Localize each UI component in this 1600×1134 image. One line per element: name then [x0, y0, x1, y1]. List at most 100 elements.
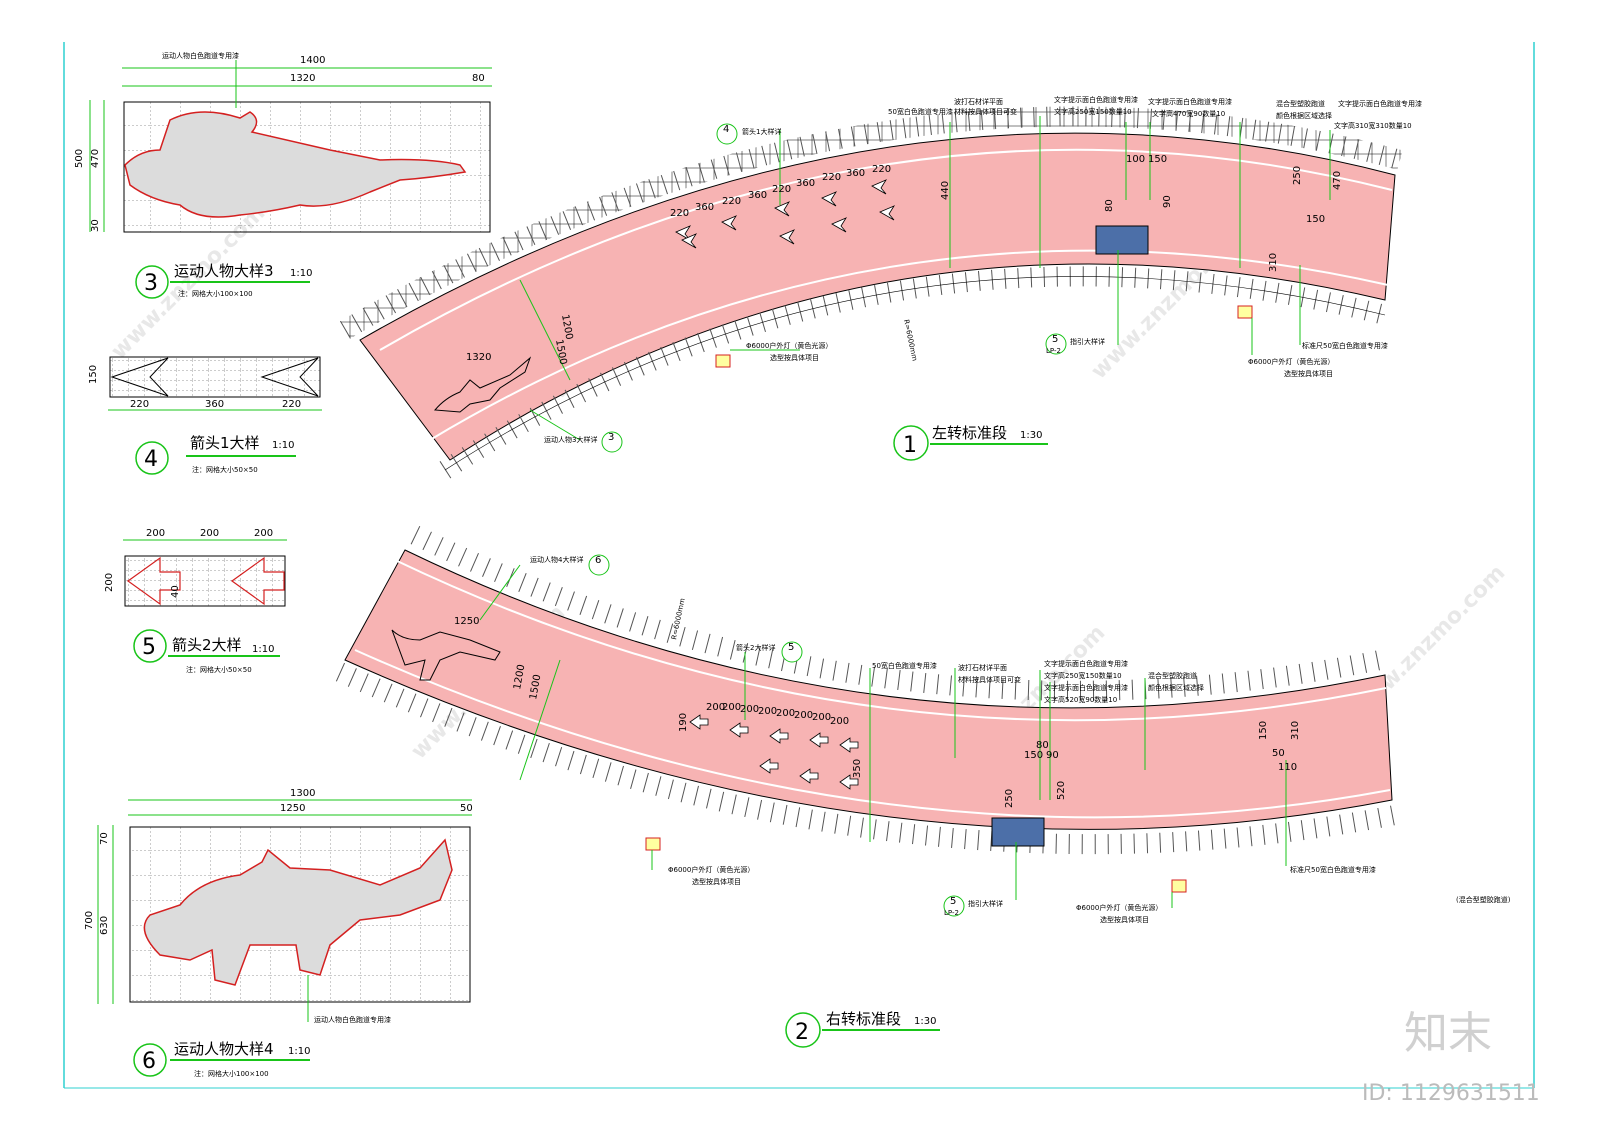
dim-text: 200: [812, 712, 831, 723]
detail-4-note: 注：网格大小50×50: [192, 465, 258, 474]
dim-text: 90: [1046, 750, 1059, 761]
detail-5: 200 200 200 200 40 5 箭头2大样 1:10 注：网格大小50…: [104, 528, 287, 674]
plan-1-badge: [893, 425, 929, 461]
track-stripe: [429, 249, 1389, 441]
label-edge: 标准尺50宽白色跑道专用漆: [1290, 865, 1376, 874]
label-text-size: 文字高250宽150数量10: [1054, 107, 1132, 116]
dim-text: 40: [170, 585, 181, 598]
dim-text: 520: [1056, 781, 1067, 800]
dim-text: 200: [104, 573, 115, 592]
label-radius: R=6000mm: [902, 319, 919, 362]
dim-text: 1250: [454, 616, 479, 627]
label-lamp-note: 选型按具体项目: [1100, 915, 1149, 924]
ref-label: 指引大样详: [968, 899, 1003, 908]
detail-6-title: 运动人物大样4: [174, 1040, 274, 1058]
dim-text: 30: [90, 219, 101, 232]
label-stone-note: 材料按具体项目可变: [958, 675, 1021, 684]
dim-text: 80: [472, 73, 485, 84]
ref-badge: [716, 123, 738, 145]
label-lamp-note: 选型按具体项目: [1284, 369, 1333, 378]
dim-text: 150: [1024, 750, 1043, 761]
detail-3-title: 运动人物大样3: [174, 262, 274, 280]
detail-5-title: 箭头2大样: [172, 636, 242, 654]
dim-text: 200: [254, 528, 273, 539]
label-text-size: 文字高250宽150数量10: [1044, 671, 1122, 680]
brand-watermark: 知末: [1404, 1008, 1492, 1059]
label-stone-note: 材料按具体项目可变: [954, 107, 1017, 116]
dim-text: 1200: [512, 664, 527, 691]
label-text-paint: 文字提示面白色跑道专用漆: [1148, 97, 1232, 106]
detail-4: 220 360 220 150 4 箭头1大样 1:10 注：网格大小50×50: [88, 356, 322, 475]
label-text-paint: 文字提示面白色跑道专用漆: [1044, 659, 1128, 668]
ref-badge: [601, 431, 623, 453]
ref-label: 指引大样详: [1070, 337, 1105, 346]
label-lamp-note: 选型按具体项目: [770, 353, 819, 362]
dim-text: 200: [146, 528, 165, 539]
lamp-marker: [715, 354, 731, 368]
dim-text: 150: [1306, 214, 1325, 225]
runner-figure-3: [124, 111, 467, 218]
dim-text: 200: [200, 528, 219, 539]
tile-edge: [444, 276, 1386, 471]
dim-text: 360: [846, 168, 865, 179]
plan-1-leaders: [519, 116, 1331, 441]
image-id-watermark: ID: 1129631511: [1362, 1081, 1540, 1106]
dim-text: 360: [695, 202, 714, 213]
runner-figure-4: [143, 838, 453, 986]
label-stripe: 50宽白色跑道专用漆: [872, 661, 937, 670]
track-stripe: [379, 148, 1393, 351]
ref-number: 6: [595, 555, 601, 566]
label-surface-caption: (混合型塑胶跑道): [1456, 895, 1511, 904]
ref-label: 运动人物4大样详: [530, 555, 583, 564]
ref-label: 箭头2大样详: [736, 643, 775, 652]
label-edge: 标准尺50宽白色跑道专用漆: [1302, 341, 1388, 350]
dim-text: 470: [90, 149, 101, 168]
label-lamp: Φ6000户外灯（黄色光源）: [668, 865, 754, 874]
detail-6-note: 注：网格大小100×100: [194, 1069, 269, 1078]
ref-badge: [1045, 333, 1067, 355]
callout-text: 运动人物白色跑道专用漆: [162, 51, 239, 60]
arrow-2-left: [126, 556, 181, 606]
plan-1-number: 1: [903, 433, 917, 458]
label-surface: 混合型塑胶跑道: [1148, 671, 1197, 680]
ref-label: 运动人物3大样详: [544, 435, 597, 444]
ref-number: 5: [1052, 334, 1058, 345]
direction-marker-1: [1095, 225, 1149, 255]
label-stone: 波打石材详平面: [954, 97, 1003, 106]
callout-text: 运动人物白色跑道专用漆: [314, 1015, 391, 1024]
detail-5-badge: [133, 629, 167, 663]
dim-text: 700: [84, 911, 95, 930]
dim-text: 220: [722, 196, 741, 207]
label-lamp-note: 选型按具体项目: [692, 877, 741, 886]
detail-3-scale: 1:10: [290, 268, 312, 279]
dim-text: 440: [940, 181, 951, 200]
dim-text: 1500: [553, 339, 568, 366]
dim-text: 70: [99, 832, 110, 845]
plan-1-title: 左转标准段: [932, 424, 1007, 442]
dim-text: 310: [1268, 253, 1279, 272]
ref-number: 3: [608, 432, 614, 443]
ref-badge: [781, 641, 803, 663]
dim-text: 200: [722, 702, 741, 713]
track-stripe: [394, 559, 1387, 722]
dim-text: 1320: [290, 73, 315, 84]
dim-text: 1200: [559, 314, 574, 341]
lamp-marker: [645, 837, 661, 851]
plan-1-left-turn: 220 360 220 360 220 360 220 360 220 440 …: [339, 95, 1422, 479]
dim-text: 220: [282, 399, 301, 410]
label-surface-note: 颜色根据区域选择: [1276, 111, 1332, 120]
arrow-2-right: [230, 556, 285, 606]
dim-text: 220: [872, 164, 891, 175]
label-text-size: 文字高470宽90数量10: [1152, 109, 1225, 118]
plan-2-leaders: [479, 564, 1287, 908]
arrow-markings-2: [689, 714, 859, 790]
plan-2-title: 右转标准段: [826, 1010, 901, 1028]
arrow-1-right: [260, 357, 319, 397]
label-stone: 波打石材详平面: [958, 663, 1007, 672]
tile-band-outer: [339, 106, 1403, 339]
label-lamp: Φ6000户外灯（黄色光源）: [746, 341, 832, 350]
detail-5-number: 5: [142, 635, 156, 660]
dim-text: 220: [130, 399, 149, 410]
dim-text: 80: [1036, 740, 1049, 751]
